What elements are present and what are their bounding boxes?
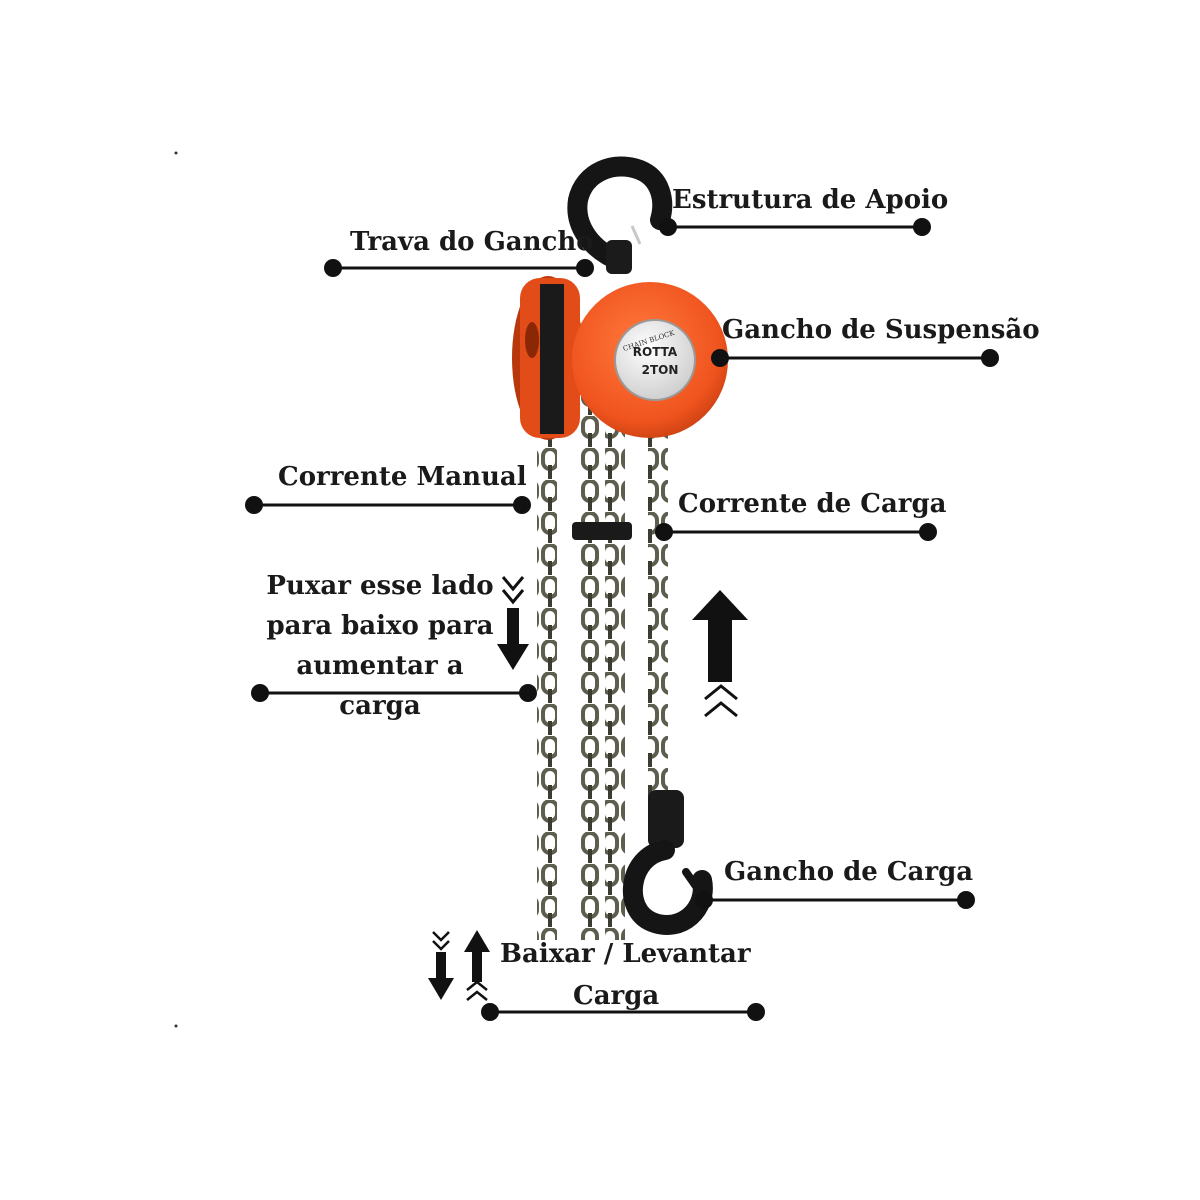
leader-baixar: [481, 1003, 765, 1021]
label-carga: Carga: [573, 981, 660, 1011]
badge-capacity: 2TON: [642, 363, 679, 377]
leader-manual: [245, 496, 531, 514]
arrow-up-down-icon: [428, 930, 490, 1001]
label-puxar-esse-lado: Puxar esse lado para baixo para aumentar…: [266, 571, 494, 721]
hoist-body: [512, 276, 728, 440]
hand-chain-middle-a: [580, 395, 600, 940]
label-estrutura-de-apoio: Estrutura de Apoio: [672, 185, 949, 215]
label-gancho-de-suspensao: Gancho de Suspensão: [722, 315, 1040, 345]
chain-guide-clip: [572, 522, 632, 540]
corner-dot-top: [174, 151, 178, 155]
label-corrente-manual: Corrente Manual: [278, 462, 527, 492]
label-corrente-de-carga: Corrente de Carga: [678, 489, 947, 519]
leader-gancho-carga: [695, 891, 975, 909]
hand-chain-left: [537, 395, 557, 940]
brand-badge: [614, 319, 696, 401]
label-trava-do-gancho: Trava do Gancho: [350, 227, 594, 257]
arrow-down-icon: [497, 576, 529, 670]
corner-dot-bottom: [174, 1024, 178, 1028]
suspension-hook: [567, 156, 673, 274]
leader-estrutura: [659, 218, 931, 236]
leader-suspensao: [711, 349, 999, 367]
label-gancho-de-carga: Gancho de Carga: [724, 857, 974, 887]
leader-trava: [324, 259, 594, 277]
load-hook: [622, 790, 713, 935]
badge-brand: ROTTA: [633, 345, 678, 359]
label-baixar-levantar: Baixar / Levantar: [500, 939, 751, 969]
leader-puxar: [251, 684, 537, 702]
hand-chain-middle-b: [605, 395, 625, 940]
leader-corrente-carga: [655, 523, 937, 541]
load-chain: [648, 395, 668, 815]
arrow-up-icon: [692, 590, 748, 718]
